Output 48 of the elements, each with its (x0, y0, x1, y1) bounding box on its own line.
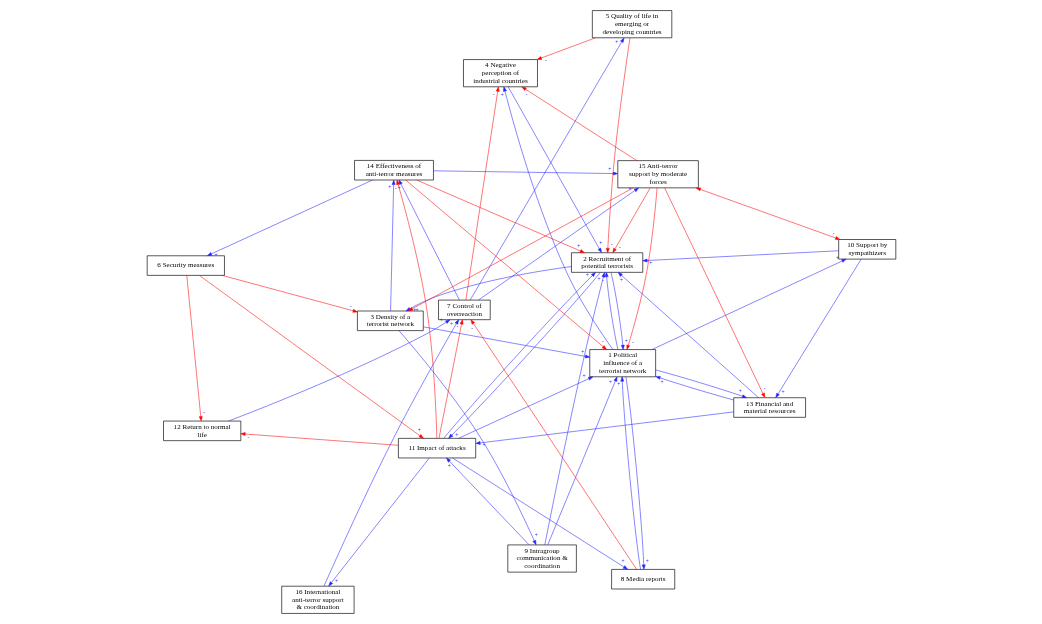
arrow (389, 179, 395, 312)
arrow (612, 187, 650, 253)
arrow (521, 86, 637, 161)
arrow (604, 272, 618, 350)
arrow (405, 266, 572, 312)
arrow (198, 275, 424, 439)
arrow (502, 86, 613, 350)
arrow (626, 187, 657, 350)
arrow (619, 376, 641, 570)
arrow (465, 86, 499, 301)
arrow (186, 275, 203, 422)
arrow (395, 179, 437, 439)
arrow (221, 275, 358, 313)
arrow (654, 369, 747, 398)
arrow (227, 319, 450, 422)
arrow (651, 258, 846, 350)
arrow (642, 250, 839, 263)
arrow (547, 376, 617, 546)
arrow (404, 179, 607, 350)
arrow (206, 179, 373, 256)
arrow (775, 258, 861, 398)
arrow (445, 457, 529, 546)
arrow (655, 376, 734, 401)
arrow (663, 187, 765, 398)
arrow (451, 457, 628, 570)
arrow (469, 37, 624, 301)
arrow (432, 170, 618, 176)
arrow (544, 272, 605, 546)
arrow (625, 376, 646, 570)
arrow (398, 179, 460, 301)
arrow (695, 187, 840, 240)
arrow (323, 319, 459, 587)
arrow (422, 326, 590, 359)
arrow (536, 37, 596, 60)
arrow (470, 319, 637, 570)
arrow (407, 187, 633, 312)
arrow (328, 457, 429, 587)
arrow (416, 179, 585, 253)
arrow (477, 187, 639, 301)
arrow (240, 432, 399, 446)
arrow (457, 376, 593, 439)
arrow (475, 411, 734, 445)
arrow (507, 86, 602, 253)
arrow (617, 272, 759, 398)
arrow (605, 37, 630, 253)
arrow (398, 330, 536, 545)
arrow (610, 272, 625, 350)
arrow (438, 319, 463, 439)
